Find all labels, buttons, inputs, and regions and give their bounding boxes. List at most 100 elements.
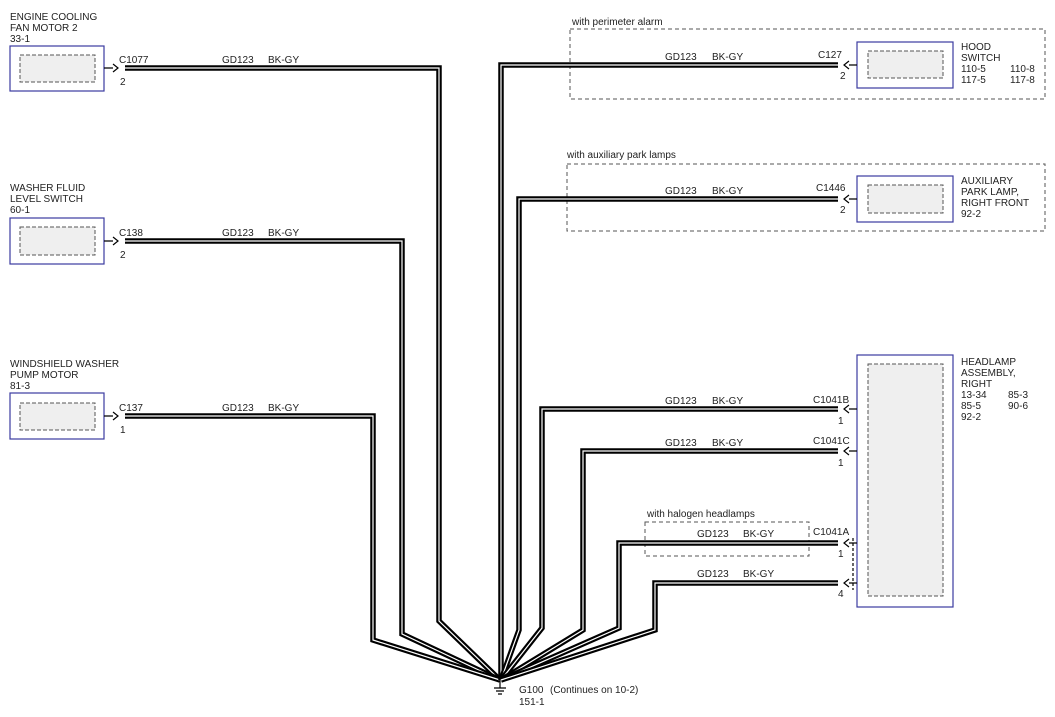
hood-switch-ref-b2: 117-8 (1010, 75, 1035, 86)
fan-motor-component: ENGINE COOLING FAN MOTOR 2 33-1 C1077 2 (9, 12, 149, 92)
washer-switch-component: WASHER FLUID LEVEL SWITCH 60-1 C138 2 (9, 183, 143, 265)
ground-icon (494, 680, 506, 695)
wire-fan-motor (125, 65, 502, 682)
wire-label-circuit: GD123 (697, 569, 729, 580)
aux-park-label: with auxiliary park lamps (566, 150, 676, 161)
headlamp-inner (867, 363, 944, 597)
hood-switch-pin: 2 (840, 71, 846, 82)
washer-pump-pin-symbol (104, 411, 119, 421)
washer-pump-name-line1: WINDSHIELD WASHER (10, 359, 119, 370)
fan-motor-inner (19, 54, 96, 83)
aux-lamp-inner (867, 184, 944, 214)
headlamp-connector-b: C1041B (813, 395, 849, 406)
headlamp-pin-b-symbol (843, 404, 857, 414)
washer-switch-pin-symbol (104, 236, 119, 246)
washer-switch-inner (19, 226, 96, 256)
wires (125, 62, 838, 683)
aux-park-option-box (566, 163, 1046, 232)
headlamp-ref-b2: 90-6 (1008, 401, 1028, 412)
hood-switch-ref-a1: 110-5 (961, 64, 986, 75)
hood-switch-ref-a2: 117-5 (961, 75, 986, 86)
halogen-option-box (644, 521, 810, 557)
washer-switch-name-line2: LEVEL SWITCH (10, 194, 83, 205)
aux-lamp-connector: C1446 (816, 183, 846, 194)
headlamp-pin-b: 1 (838, 416, 844, 427)
washer-pump-inner (19, 402, 96, 431)
hood-switch-component: C127 2 HOOD SWITCH 110-5 110-8 117-5 117… (818, 41, 1035, 89)
headlamp-pin-a4-symbol (843, 578, 857, 588)
washer-switch-ref: 60-1 (10, 205, 30, 216)
headlamp-pin-c-symbol (843, 446, 857, 456)
washer-pump-component: WINDSHIELD WASHER PUMP MOTOR 81-3 C137 1 (9, 359, 143, 440)
wire-headlamp-c (499, 448, 838, 683)
headlamp-name-line2: ASSEMBLY, (961, 368, 1016, 379)
fan-motor-connector: C1077 (119, 55, 149, 66)
wire-label-color: BK-GY (712, 52, 743, 63)
wire-label-color: BK-GY (268, 228, 299, 239)
wire-label-circuit: GD123 (665, 396, 697, 407)
ground-id: G100 (519, 685, 544, 696)
wire-headlamp-a1 (499, 540, 838, 683)
headlamp-name-line1: HEADLAMP (961, 357, 1016, 368)
aux-lamp-pin: 2 (840, 205, 846, 216)
headlamp-name-line3: RIGHT (961, 379, 992, 390)
hood-switch-connector: C127 (818, 50, 842, 61)
washer-pump-pin: 1 (120, 425, 126, 436)
wire-labels: GD123 BK-GY GD123 BK-GY GD123 BK-GY GD12… (222, 52, 774, 580)
headlamp-connector-c: C1041C (813, 436, 850, 447)
wire-label-color: BK-GY (743, 529, 774, 540)
hood-switch-pin-symbol (843, 60, 857, 70)
headlamp-connector-a: C1041A (813, 527, 849, 538)
wire-label-color: BK-GY (712, 438, 743, 449)
hood-switch-name-line2: SWITCH (961, 53, 1000, 64)
wire-washer-switch (125, 238, 502, 683)
wire-label-color: BK-GY (268, 403, 299, 414)
wire-headlamp-a4 (500, 580, 838, 683)
perimeter-alarm-label: with perimeter alarm (571, 17, 663, 28)
ground-ref: 151-1 (519, 697, 545, 708)
headlamp-ref-a2: 85-5 (961, 401, 981, 412)
washer-pump-name-line2: PUMP MOTOR (10, 370, 79, 381)
fan-motor-pin-symbol (104, 63, 119, 73)
headlamp-pin-a1-symbol (843, 538, 857, 548)
headlamp-pin-a4: 4 (838, 589, 844, 600)
headlamp-ref-a1: 13-34 (961, 390, 987, 401)
hood-switch-name-line1: HOOD (961, 42, 991, 53)
aux-lamp-name-line2: PARK LAMP, (961, 187, 1019, 198)
hood-switch-ref-b1: 110-8 (1010, 64, 1035, 75)
fan-motor-ref: 33-1 (10, 34, 30, 45)
wire-label-circuit: GD123 (222, 228, 254, 239)
wire-washer-pump (125, 413, 501, 683)
aux-lamp-name-line3: RIGHT FRONT (961, 198, 1029, 209)
wire-label-color: BK-GY (712, 186, 743, 197)
washer-pump-ref: 81-3 (10, 381, 30, 392)
washer-pump-connector: C137 (119, 403, 143, 414)
headlamp-ref-a3: 92-2 (961, 412, 981, 423)
wire-label-circuit: GD123 (222, 403, 254, 414)
wire-label-circuit: GD123 (697, 529, 729, 540)
fan-motor-pin: 2 (120, 77, 126, 88)
wire-label-color: BK-GY (743, 569, 774, 580)
fan-motor-name-line2: FAN MOTOR 2 (10, 23, 78, 34)
aux-lamp-pin-symbol (843, 194, 857, 204)
washer-switch-pin: 2 (120, 250, 126, 261)
headlamp-ref-b1: 85-3 (1008, 390, 1028, 401)
wire-label-circuit: GD123 (665, 438, 697, 449)
aux-lamp-component: C1446 2 AUXILIARY PARK LAMP, RIGHT FRONT… (816, 175, 1029, 223)
aux-lamp-name-line1: AUXILIARY (961, 176, 1013, 187)
headlamp-pin-c: 1 (838, 458, 844, 469)
wire-label-color: BK-GY (268, 55, 299, 66)
headlamp-component: C1041B 1 C1041C 1 C1041A 1 4 HEADLAMP AS… (813, 354, 1028, 608)
wire-label-circuit: GD123 (222, 55, 254, 66)
wire-label-color: BK-GY (712, 396, 743, 407)
headlamp-pin-a1: 1 (838, 549, 844, 560)
wire-label-circuit: GD123 (665, 186, 697, 197)
washer-switch-connector: C138 (119, 228, 143, 239)
halogen-label: with halogen headlamps (646, 509, 755, 520)
ground-note: (Continues on 10-2) (550, 685, 638, 696)
fan-motor-name-line1: ENGINE COOLING (10, 12, 97, 23)
ground-g100: G100 (Continues on 10-2) 151-1 (494, 680, 638, 708)
hood-switch-inner (867, 50, 944, 79)
